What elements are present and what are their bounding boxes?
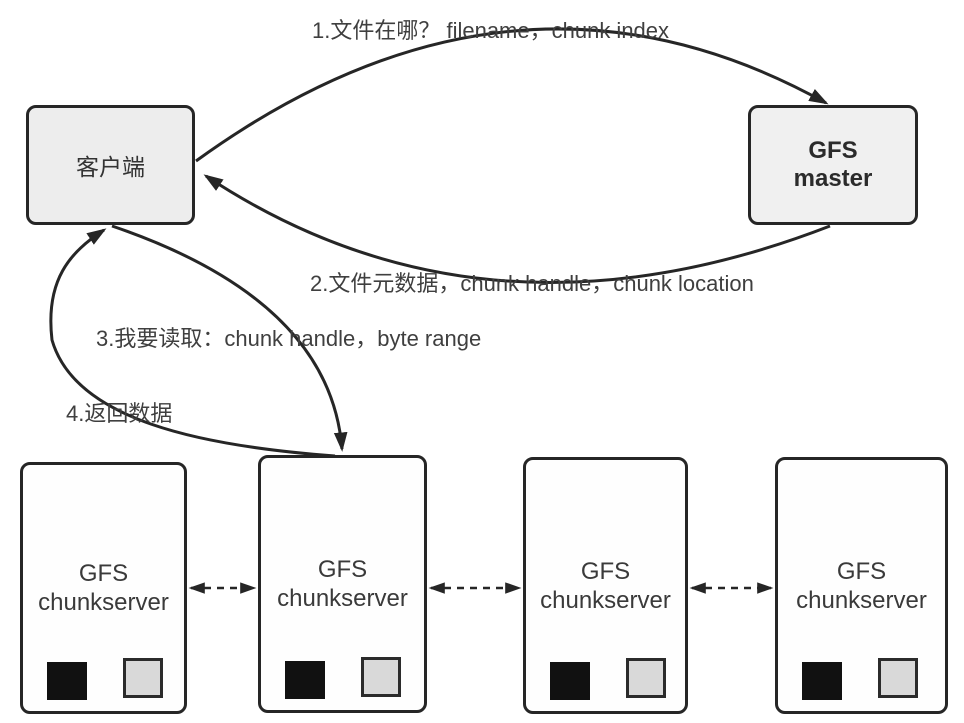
message-label-3: 3.我要读取：chunk handle，byte range (96, 326, 482, 351)
client-label: 客户端 (76, 154, 145, 180)
chunk-replica-gray-icon (123, 658, 163, 698)
chunk-replica-black-icon (802, 662, 842, 700)
chunk-replica-black-icon (285, 661, 325, 699)
chunkserver-node-3: GFS chunkserver (523, 457, 688, 714)
chunkserver-node-2: GFS chunkserver (258, 455, 427, 713)
arrow-return-data (49, 228, 336, 458)
master-label: GFS master (793, 137, 873, 192)
chunkserver-label: GFS chunkserver (796, 557, 927, 614)
chunk-replica-black-icon (550, 662, 590, 700)
message-label-2: 2.文件元数据，chunk handle，chunk location (310, 271, 754, 296)
chunk-replica-gray-icon (361, 657, 401, 697)
gfs-master-node: GFS master (748, 105, 918, 225)
chunkserver-label: GFS chunkserver (540, 557, 671, 614)
arrow-request-filename (195, 27, 829, 163)
arrow-reply-metadata (203, 174, 831, 284)
message-label-4: 4.返回数据 (66, 401, 173, 426)
client-node: 客户端 (26, 105, 195, 225)
chunk-replica-gray-icon (878, 658, 918, 698)
chunkserver-label: GFS chunkserver (38, 560, 169, 616)
chunkserver-label: GFS chunkserver (277, 556, 408, 612)
chunk-replica-gray-icon (626, 658, 666, 698)
chunkserver-node-1: GFS chunkserver (20, 462, 187, 714)
message-label-1: 1.文件在哪？ filename，chunk index (312, 18, 670, 43)
arrow-read-request (111, 224, 348, 452)
chunkserver-node-4: GFS chunkserver (775, 457, 948, 714)
chunk-replica-black-icon (47, 662, 87, 700)
